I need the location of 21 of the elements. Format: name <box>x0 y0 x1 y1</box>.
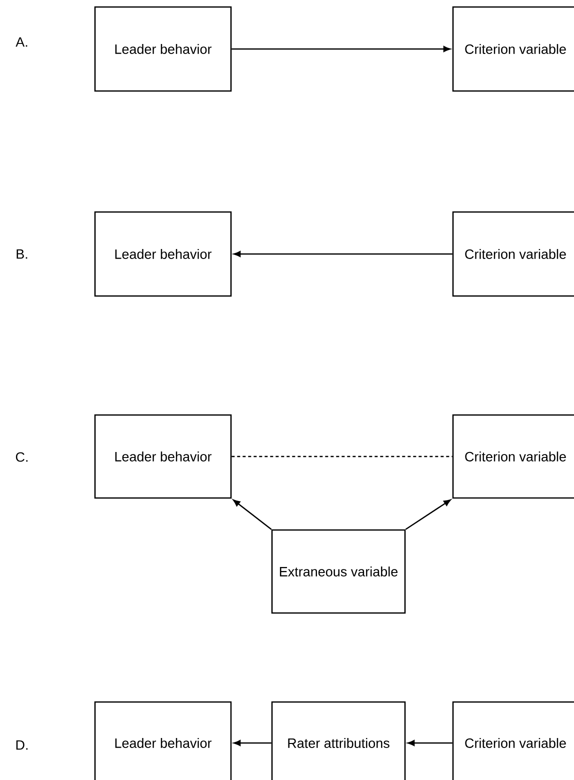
arrow <box>234 740 272 746</box>
box: Criterion variable <box>452 701 574 780</box>
arrow <box>233 500 272 530</box>
box: Criterion variable <box>452 6 574 92</box>
arrow <box>234 251 452 257</box>
box: Leader behavior <box>94 211 232 297</box>
dashed-line <box>232 456 452 458</box>
row-letter: A. <box>16 37 28 47</box>
box: Rater attributions <box>271 701 406 780</box>
row-letter: C. <box>16 452 28 462</box>
box: Criterion variable <box>452 414 574 499</box>
box: Criterion variable <box>452 211 574 297</box>
row-letter: D. <box>16 740 28 750</box>
arrow <box>232 46 450 52</box>
arrow <box>405 499 451 530</box>
arrow <box>408 740 452 746</box>
row-letter: B. <box>16 249 28 259</box>
box: Leader behavior <box>94 6 232 92</box>
box: Extraneous variable <box>271 529 406 614</box>
box: Leader behavior <box>94 701 232 780</box>
box: Leader behavior <box>94 414 232 499</box>
